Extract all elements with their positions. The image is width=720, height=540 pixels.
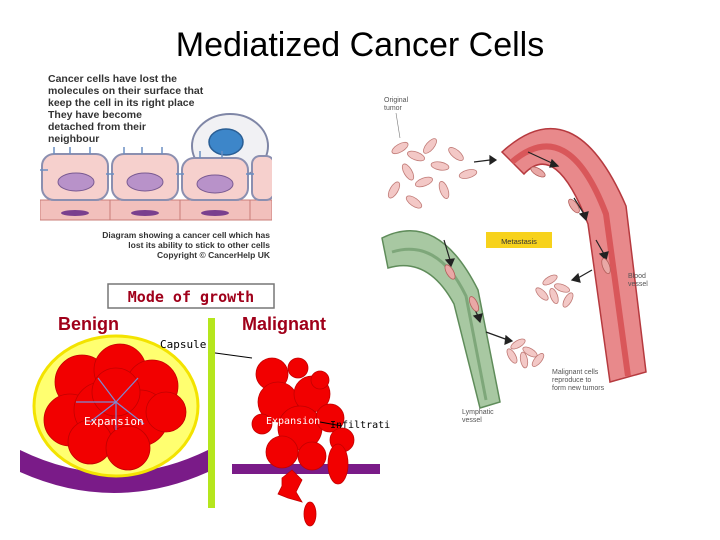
svg-text:vessel: vessel xyxy=(462,417,482,424)
svg-text:keep the cell in its right pla: keep the cell in its right place xyxy=(48,97,195,109)
svg-text:Lymphatic: Lymphatic xyxy=(462,409,494,416)
original-tumor xyxy=(387,138,478,209)
capsule-divider xyxy=(208,318,215,508)
slide-title: Mediatized Cancer Cells xyxy=(175,26,545,64)
svg-text:Copyright © CancerHelp UK: Copyright © CancerHelp UK xyxy=(157,250,271,260)
copyright-caption: Diagram showing a cancer cell which has … xyxy=(102,230,271,260)
benign-label: Benign xyxy=(58,314,119,334)
attached-cells xyxy=(40,147,275,201)
malignant-tumor: Expansion Infiltration xyxy=(232,357,402,527)
svg-text:vessel: vessel xyxy=(628,281,648,288)
expansion-left-label: Expansion xyxy=(84,415,144,428)
mode-of-growth-diagram: Mode of growth Benign Malignant Expansio… xyxy=(20,282,402,530)
svg-text:Diagram showing a cancer cell: Diagram showing a cancer cell which has xyxy=(102,230,270,240)
svg-text:lost its ability to stick to o: lost its ability to stick to other cells xyxy=(128,240,270,250)
migrating-cells xyxy=(444,166,611,312)
svg-text:tumor: tumor xyxy=(384,105,403,112)
callout-text: Cancer cells have lost the molecules on … xyxy=(48,73,204,145)
svg-text:Original: Original xyxy=(384,97,409,104)
svg-text:neighbour: neighbour xyxy=(48,133,99,145)
svg-text:detached from their: detached from their xyxy=(48,121,146,133)
svg-text:They have become: They have become xyxy=(48,109,142,121)
blood-vessel-label: Blood vessel xyxy=(628,273,648,288)
svg-text:Cancer cells have lost the: Cancer cells have lost the xyxy=(48,73,177,85)
lymphatic-vessel-label: Lymphatic vessel xyxy=(462,409,494,424)
capsule-label: Capsule xyxy=(160,338,206,351)
svg-text:form new tumors: form new tumors xyxy=(552,385,605,392)
infiltration-label: Infiltration xyxy=(330,420,390,431)
metastasis-badge: Metastasis xyxy=(486,232,552,248)
malignant-label: Malignant xyxy=(242,314,326,334)
svg-text:molecules on their surface tha: molecules on their surface that xyxy=(48,85,204,97)
svg-text:Mode of growth: Mode of growth xyxy=(128,288,254,306)
capsule-pointer xyxy=(207,351,253,359)
metastasis-diagram: Metastasis Original tumor Blood vessel M… xyxy=(378,90,648,430)
mode-of-growth-heading: Mode of growth xyxy=(107,283,275,309)
new-tumors xyxy=(506,274,574,369)
svg-text:reproduce to: reproduce to xyxy=(552,377,591,384)
original-tumor-label: Original tumor xyxy=(384,97,409,112)
malignant-cells-label: Malignant cells reproduce to form new tu… xyxy=(552,369,605,392)
cell-adhesion-diagram: Cancer cells have lost the molecules on … xyxy=(39,70,275,262)
svg-text:Metastasis: Metastasis xyxy=(501,237,537,246)
expansion-right-label: Expansion xyxy=(266,416,320,427)
benign-tumor: Expansion xyxy=(20,334,208,493)
svg-text:Blood: Blood xyxy=(628,273,646,280)
blood-vessel xyxy=(500,127,647,383)
basement-membrane xyxy=(39,199,273,221)
lymphatic-vessel xyxy=(381,230,501,409)
svg-text:Malignant cells: Malignant cells xyxy=(552,369,599,376)
